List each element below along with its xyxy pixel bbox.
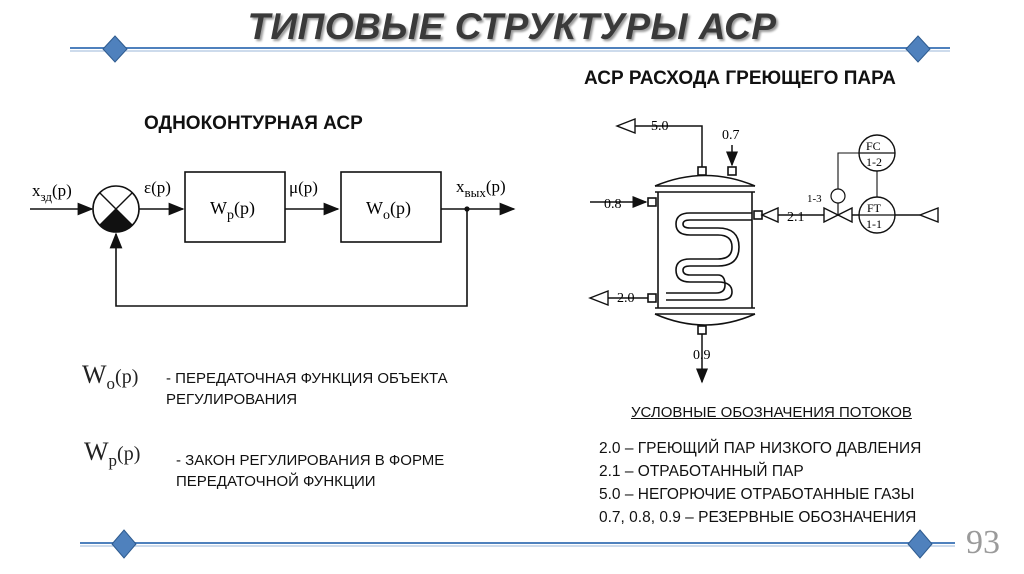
ft-top-label: FT [867, 201, 882, 215]
definition-text-controller: - ЗАКОН РЕГУЛИРОВАНИЯ В ФОРМЕ ПЕРЕДАТОЧН… [176, 452, 445, 490]
legend-item: 5.0 – НЕГОРЮЧИЕ ОТРАБОТАННЫЕ ГАЗЫ [599, 486, 915, 503]
controller-block [184, 171, 286, 243]
error-label: ε(p) [144, 178, 171, 197]
stream-0-7-label: 0.7 [722, 128, 740, 143]
definition-symbol-controller: Wp(p) [84, 437, 141, 471]
definition-symbol-object: Wo(p) [82, 360, 139, 394]
top-rule [70, 35, 950, 63]
fc-top-label: FC [866, 139, 881, 153]
diamond-icon [102, 35, 128, 63]
legend-title: УСЛОВНЫЕ ОБОЗНАЧЕНИЯ ПОТОКОВ [631, 404, 912, 421]
summing-junction [92, 185, 140, 233]
legend-item: 0.7, 0.8, 0.9 – РЕЗЕРВНЫЕ ОБОЗНАЧЕНИЯ [599, 509, 917, 526]
stream-5-0-label: 5.0 [651, 119, 669, 134]
stream-0-8-label: 0.8 [604, 197, 622, 212]
control-signal-label: μ(p) [289, 178, 318, 197]
page-number: 93 [966, 524, 1000, 561]
control-valve-icon [823, 188, 853, 224]
stream-2-0-label: 2.0 [617, 291, 635, 306]
diamond-icon [905, 35, 931, 63]
diamond-icon [111, 529, 137, 559]
slide-title: ТИПОВЫЕ СТРУКТУРЫ АСР [247, 6, 777, 47]
heat-exchanger-vessel [654, 174, 756, 326]
definition-text-object: - ПЕРЕДАТОЧНАЯ ФУНКЦИЯ ОБЪЕКТА РЕГУЛИРОВ… [166, 370, 448, 408]
inlet-arrow-icon [760, 206, 779, 224]
bottom-rule [80, 529, 955, 559]
ft-bottom-label: 1-1 [866, 217, 882, 231]
outlet-arrow-icon [615, 117, 636, 135]
feedback-arrow [109, 209, 468, 307]
outlet-arrow-icon [588, 289, 609, 307]
input-label: xзд(p) [32, 181, 72, 204]
legend-item: 2.1 – ОТРАБОТАННЫЙ ПАР [599, 463, 804, 480]
fc-bottom-label: 1-2 [866, 155, 882, 169]
stream-2-1-label: 2.1 [787, 210, 805, 225]
output-label: xвых(p) [456, 177, 506, 200]
left-header: ОДНОКОНТУРНАЯ АСР [144, 113, 363, 134]
fc-to-valve-signal [837, 152, 859, 189]
right-header: АСР РАСХОДА ГРЕЮЩЕГО ПАРА [584, 68, 896, 89]
legend-item: 2.0 – ГРЕЮЩИЙ ПАР НИЗКОГО ДАВЛЕНИЯ [599, 440, 922, 457]
object-block [340, 171, 442, 243]
diamond-icon [907, 529, 933, 559]
valve-tag: 1-3 [807, 193, 822, 205]
stream-5-0-line [635, 125, 703, 167]
inlet-arrow-icon [918, 206, 939, 224]
controller-label: Wp(p) [210, 198, 255, 223]
stream-0-9-label: 0.9 [693, 348, 711, 363]
object-label: Wo(p) [366, 198, 411, 223]
